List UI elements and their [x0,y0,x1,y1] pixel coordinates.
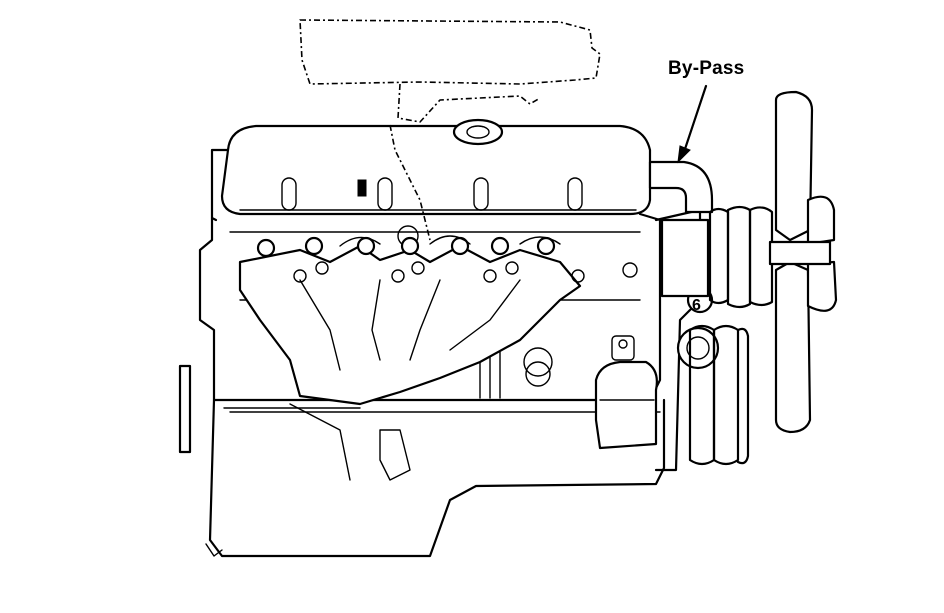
by-pass-label: By-Pass [668,58,745,79]
air-cleaner-outline [299,19,601,241]
oil-pan [178,364,666,558]
upper-pulley [660,205,774,309]
by-pass-callout-arrow [677,84,708,164]
valve-cover [220,118,652,216]
fuel-pump [594,335,658,450]
exhaust-manifold [238,235,585,406]
lower-pulley [688,324,750,466]
by-pass-hose [648,160,714,214]
pulley-number-label: 6 [692,297,701,314]
fan [768,90,838,434]
